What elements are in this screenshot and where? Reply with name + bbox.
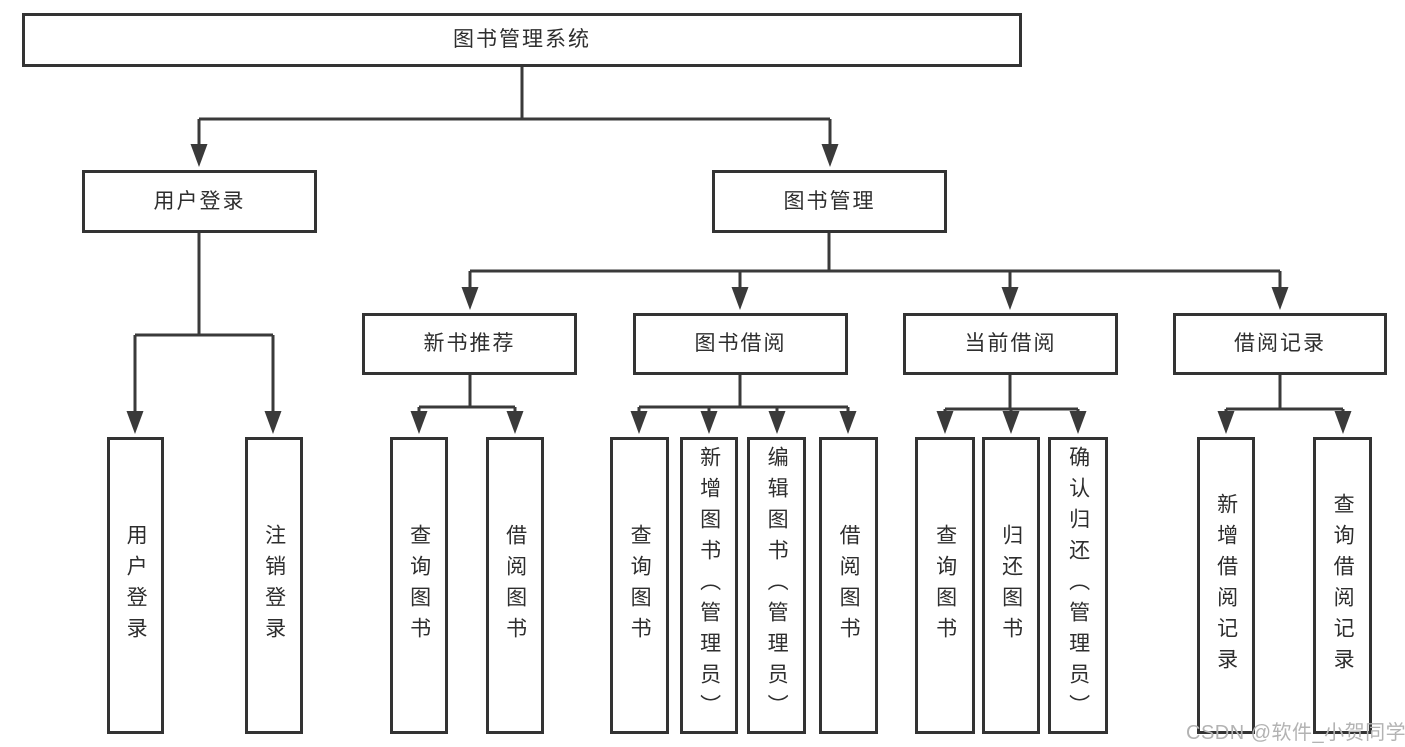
leaf-edit-book-admin: 编辑图书（管理员） xyxy=(747,437,806,734)
leaf-query-books-borrow: 查询图书 xyxy=(610,437,669,734)
node-book-management: 图书管理 xyxy=(712,170,947,233)
node-user-login: 用户登录 xyxy=(82,170,317,233)
node-new-book-recommend: 新书推荐 xyxy=(362,313,577,375)
leaf-borrow-books-borrow: 借阅图书 xyxy=(819,437,878,734)
leaf-add-book-admin: 新增图书（管理员） xyxy=(680,437,738,734)
leaf-add-borrow-record: 新增借阅记录 xyxy=(1197,437,1255,734)
node-book-borrow: 图书借阅 xyxy=(633,313,848,375)
node-root: 图书管理系统 xyxy=(22,13,1022,67)
leaf-return-book: 归还图书 xyxy=(982,437,1040,734)
node-borrow-records: 借阅记录 xyxy=(1173,313,1387,375)
leaf-query-borrow-record: 查询借阅记录 xyxy=(1313,437,1372,734)
leaf-query-books-recommend: 查询图书 xyxy=(390,437,448,734)
leaf-confirm-return-admin: 确认归还（管理员） xyxy=(1048,437,1108,734)
leaf-borrow-books-recommend: 借阅图书 xyxy=(486,437,544,734)
leaf-user-login: 用户登录 xyxy=(107,437,164,734)
leaf-query-books-current: 查询图书 xyxy=(915,437,975,734)
leaf-logout: 注销登录 xyxy=(245,437,303,734)
csdn-watermark: CSDN @软件_小贺同学 xyxy=(1186,722,1405,744)
node-current-borrow: 当前借阅 xyxy=(903,313,1118,375)
